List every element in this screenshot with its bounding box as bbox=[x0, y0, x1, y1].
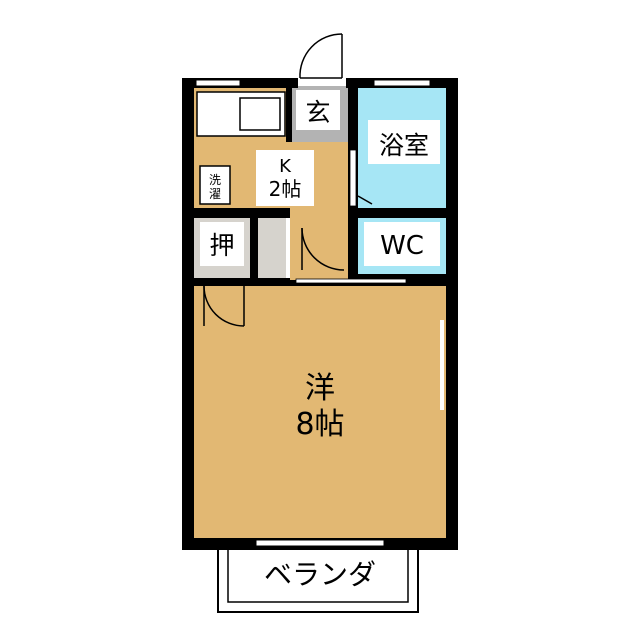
balcony-outer bbox=[217, 539, 419, 613]
entrance-label-box bbox=[296, 90, 340, 130]
bath-label: 浴室 bbox=[379, 131, 429, 160]
storage-floor bbox=[258, 218, 286, 278]
western-room-floor bbox=[194, 284, 446, 538]
kitchen-label-size: 2帖 bbox=[269, 177, 302, 201]
closet-label: 押 bbox=[209, 231, 234, 260]
laundry-label-line2: 濯 bbox=[209, 187, 221, 201]
kitchen-label-name: K bbox=[279, 156, 292, 177]
laundry-label-line1: 洗 bbox=[209, 173, 221, 187]
wc-label: WC bbox=[380, 231, 424, 261]
balcony-label: ベランダ bbox=[264, 558, 376, 591]
closet-label-box bbox=[200, 222, 244, 266]
laundry-space bbox=[199, 165, 231, 205]
windows bbox=[195, 79, 444, 547]
wc-label-box bbox=[364, 222, 440, 266]
bath-label-box bbox=[368, 120, 440, 164]
kitchen-label-box bbox=[256, 150, 314, 206]
kitchen-sink bbox=[239, 97, 281, 131]
entrance-label: 玄 bbox=[305, 98, 330, 127]
doors bbox=[203, 33, 373, 327]
western-room-label-size: 8帖 bbox=[295, 407, 344, 442]
hall-floor bbox=[290, 210, 354, 284]
western-room-label-name: 洋 bbox=[305, 371, 335, 406]
